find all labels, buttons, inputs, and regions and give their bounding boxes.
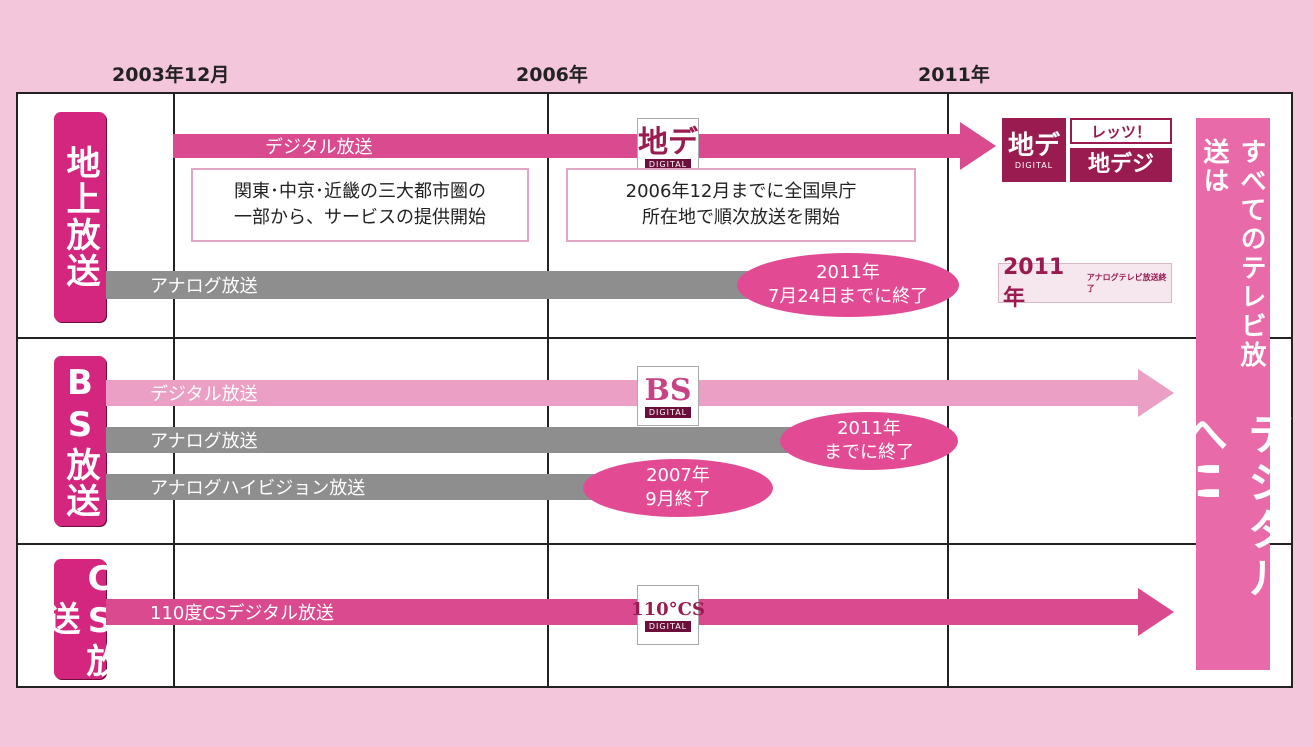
- terrestrial-analog-end-note: 2011年 7月24日までに終了: [737, 253, 959, 317]
- category-bs: BS放送: [54, 356, 106, 526]
- logo-mark: BS: [644, 372, 692, 408]
- final-banner: すべてのテレビ放送は デジタルへ!!: [1176, 118, 1291, 670]
- cs-digital-logo: 110°CS DIGITAL: [631, 585, 705, 645]
- logo-mark: 地デ: [638, 124, 698, 160]
- terrestrial-digital-label: デジタル放送: [265, 137, 373, 158]
- final-line1: すべてのテレビ放送は: [1199, 138, 1266, 370]
- cs-digital-arrowhead: [1138, 588, 1174, 636]
- year-2003: 2003年12月: [112, 64, 230, 86]
- bs-hivision-end-note: 2007年 9月終了: [583, 459, 773, 517]
- terrestrial-analog-bar: アナログ放送: [106, 271, 806, 299]
- bs-digital-logo: BS DIGITAL: [637, 366, 699, 426]
- category-cs: CS放送: [40, 559, 120, 679]
- analog-end-logo-text: アナログテレビ放送終了: [1086, 273, 1167, 293]
- logo-sub: DIGITAL: [644, 158, 692, 170]
- logo-sub: DIGITAL: [644, 406, 692, 418]
- terrestrial-analog-label: アナログ放送: [150, 276, 258, 297]
- lets-chideji-logo: 地デ DIGITAL レッツ！ 地デジ: [1002, 118, 1172, 182]
- analog-end-logo: 2011年 アナログテレビ放送終了: [998, 255, 1172, 311]
- year-2006: 2006年: [516, 64, 588, 86]
- analog-end-logo-year: 2011年: [1003, 254, 1065, 311]
- terrestrial-start-box: 関東･中京･近畿の三大都市圏の 一部から、サービスの提供開始: [191, 168, 529, 242]
- terrestrial-digital-arrow: デジタル放送: [173, 134, 963, 158]
- category-terrestrial: 地上放送: [54, 112, 106, 322]
- terrestrial-digital-arrowhead: [960, 122, 996, 170]
- row-divider: [16, 543, 1293, 545]
- lets-label: レッツ！: [1070, 118, 1172, 144]
- bs-hivision-bar: アナログハイビジョン放送: [106, 474, 626, 500]
- bs-hivision-label: アナログハイビジョン放送: [150, 478, 366, 499]
- final-line2: デジタルへ!!: [1176, 410, 1291, 603]
- year-2011: 2011年: [918, 64, 990, 86]
- cs-digital-label: 110度CSデジタル放送: [150, 603, 334, 624]
- terrestrial-expansion-box: 2006年12月までに全国県庁 所在地で順次放送を開始: [566, 168, 916, 242]
- chideji-mark-icon: 地デ DIGITAL: [1002, 118, 1066, 182]
- bs-digital-arrow: デジタル放送: [106, 380, 1140, 406]
- bs-digital-arrowhead: [1138, 369, 1174, 417]
- logo-sub: DIGITAL: [644, 620, 692, 632]
- cs-digital-arrow: 110度CSデジタル放送: [106, 599, 1140, 625]
- bs-digital-label: デジタル放送: [150, 384, 258, 405]
- logo-mark: 110°CS: [631, 598, 705, 620]
- row-divider: [16, 337, 1293, 339]
- bs-analog-end-note: 2011年 までに終了: [780, 412, 958, 470]
- bs-analog-label: アナログ放送: [150, 431, 258, 452]
- bs-analog-bar: アナログ放送: [106, 427, 810, 453]
- chideji-label: 地デジ: [1070, 148, 1172, 182]
